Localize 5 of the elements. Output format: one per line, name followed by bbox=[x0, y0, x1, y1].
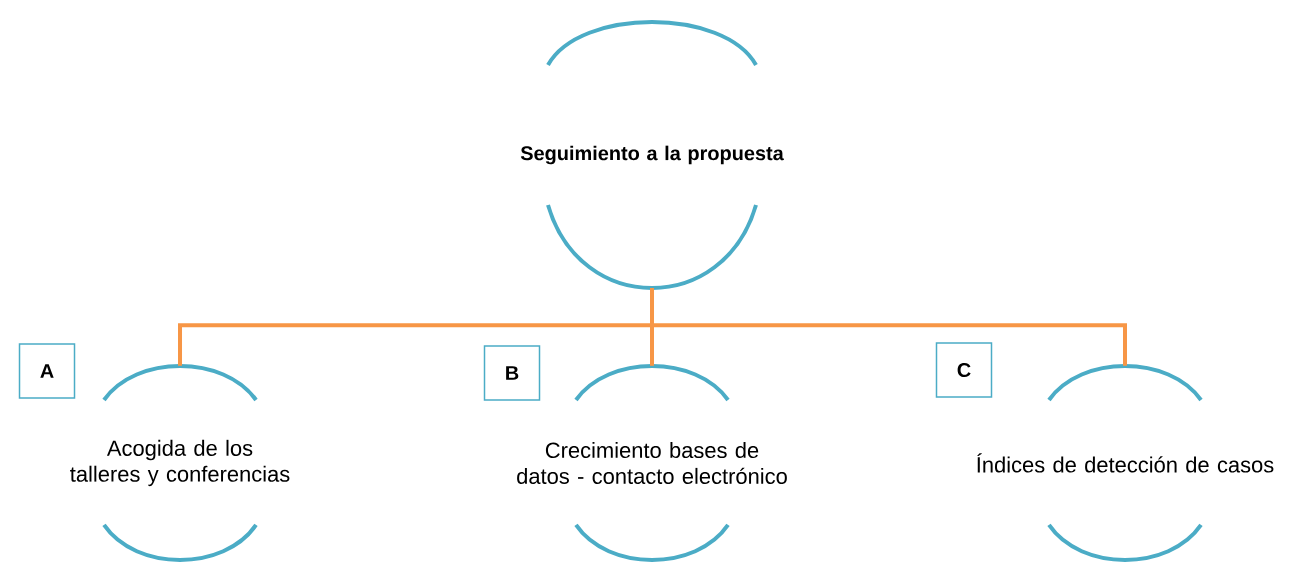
connector-line bbox=[650, 288, 1127, 366]
hierarchy-node: Seguimiento a la propuesta bbox=[520, 20, 784, 290]
letter-box: C bbox=[935, 342, 993, 398]
letter-box: A bbox=[18, 343, 76, 399]
letter-box: B bbox=[483, 345, 541, 401]
